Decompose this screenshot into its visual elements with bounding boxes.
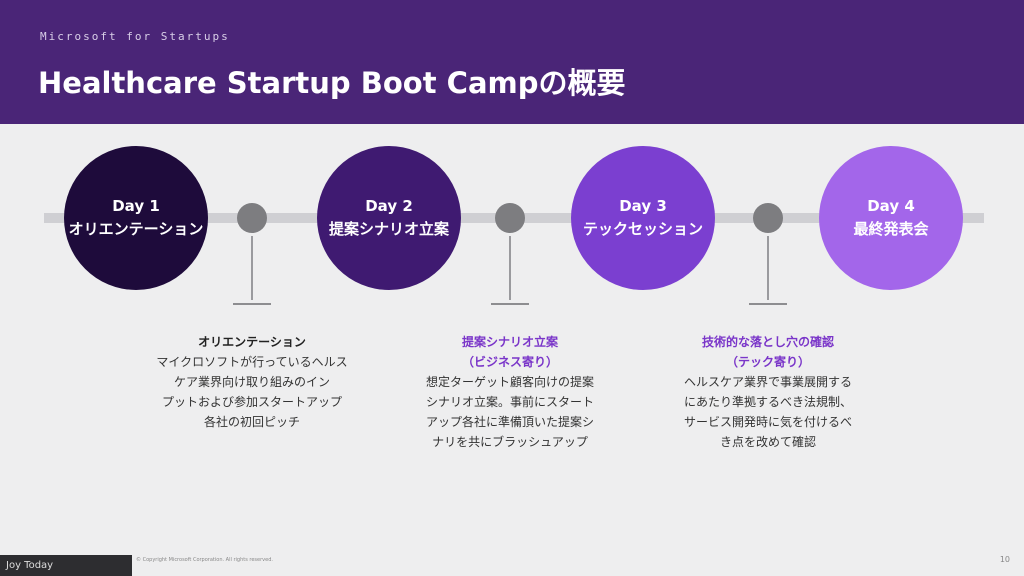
day-3-circle: Day 3 テックセッション: [571, 146, 715, 290]
timeline-stem-3: [767, 236, 769, 300]
description-2-line: ナリを共にブラッシュアップ: [432, 435, 588, 449]
description-2-heading: 提案シナリオ立案: [461, 335, 558, 349]
description-2-line: アップ各社に準備頂いた提案シ: [425, 415, 594, 429]
description-orientation: オリエンテーション マイクロソフトが行っているヘルス ケア業界向け取り組みのイン…: [140, 332, 364, 432]
description-tech: 技術的な落とし穴の確認 （テック寄り） ヘルスケア業界で事業展開する にあたり準…: [656, 332, 880, 452]
description-3-subheading: （テック寄り）: [725, 355, 810, 369]
timeline-foot-2: [491, 303, 529, 305]
description-2-line: 想定ターゲット顧客向けの提案: [425, 375, 594, 389]
timeline-marker-3: [753, 203, 783, 233]
timeline-marker-1: [237, 203, 267, 233]
description-3-line: サービス開発時に気を付けるべ: [683, 415, 852, 429]
slide-header: Microsoft for Startups Healthcare Startu…: [0, 0, 1024, 124]
day-1-sublabel: オリエンテーション: [68, 220, 204, 238]
description-2-line: シナリオ立案。事前にスタート: [425, 395, 594, 409]
page-number: 10: [999, 555, 1010, 564]
timeline-stem-1: [251, 236, 253, 300]
timeline-foot-3: [749, 303, 787, 305]
day-1-circle: Day 1 オリエンテーション: [64, 146, 208, 290]
day-3-label: Day 3: [619, 197, 667, 215]
description-1-line: 各社の初回ピッチ: [203, 415, 300, 429]
day-4-sublabel: 最終発表会: [853, 220, 929, 238]
description-3-line: ヘルスケア業界で事業展開する: [683, 375, 852, 389]
slide-title: Healthcare Startup Boot Campの概要: [38, 66, 626, 100]
day-2-sublabel: 提案シナリオ立案: [328, 220, 449, 238]
presenter-label: Joy Today: [6, 560, 54, 571]
description-3-heading: 技術的な落とし穴の確認: [701, 335, 834, 349]
timeline-marker-2: [495, 203, 525, 233]
description-1-line: ケア業界向け取り組みのイン: [173, 375, 330, 389]
description-1-line: マイクロソフトが行っているヘルス: [156, 355, 348, 369]
copyright-text: © Copyright Microsoft Corporation. All r…: [136, 557, 273, 563]
day-4-label: Day 4: [867, 197, 915, 215]
description-3-line: にあたり準拠するべき法規制、: [683, 395, 852, 409]
description-1-line: プットおよび参加スタートアップ: [161, 395, 342, 409]
presenter-taskbar[interactable]: Joy Today: [0, 555, 132, 576]
day-1-label: Day 1: [112, 197, 160, 215]
day-2-label: Day 2: [365, 197, 413, 215]
description-2-subheading: （ビジネス寄り）: [461, 355, 558, 369]
timeline-foot-1: [233, 303, 271, 305]
day-3-sublabel: テックセッション: [582, 220, 703, 238]
description-scenario: 提案シナリオ立案 （ビジネス寄り） 想定ターゲット顧客向けの提案 シナリオ立案。…: [398, 332, 622, 452]
timeline-stem-2: [509, 236, 511, 300]
day-2-circle: Day 2 提案シナリオ立案: [317, 146, 461, 290]
day-4-circle: Day 4 最終発表会: [819, 146, 963, 290]
brand-label: Microsoft for Startups: [40, 30, 230, 43]
description-3-line: き点を改めて確認: [719, 435, 816, 449]
description-1-heading: オリエンテーション: [198, 335, 306, 349]
